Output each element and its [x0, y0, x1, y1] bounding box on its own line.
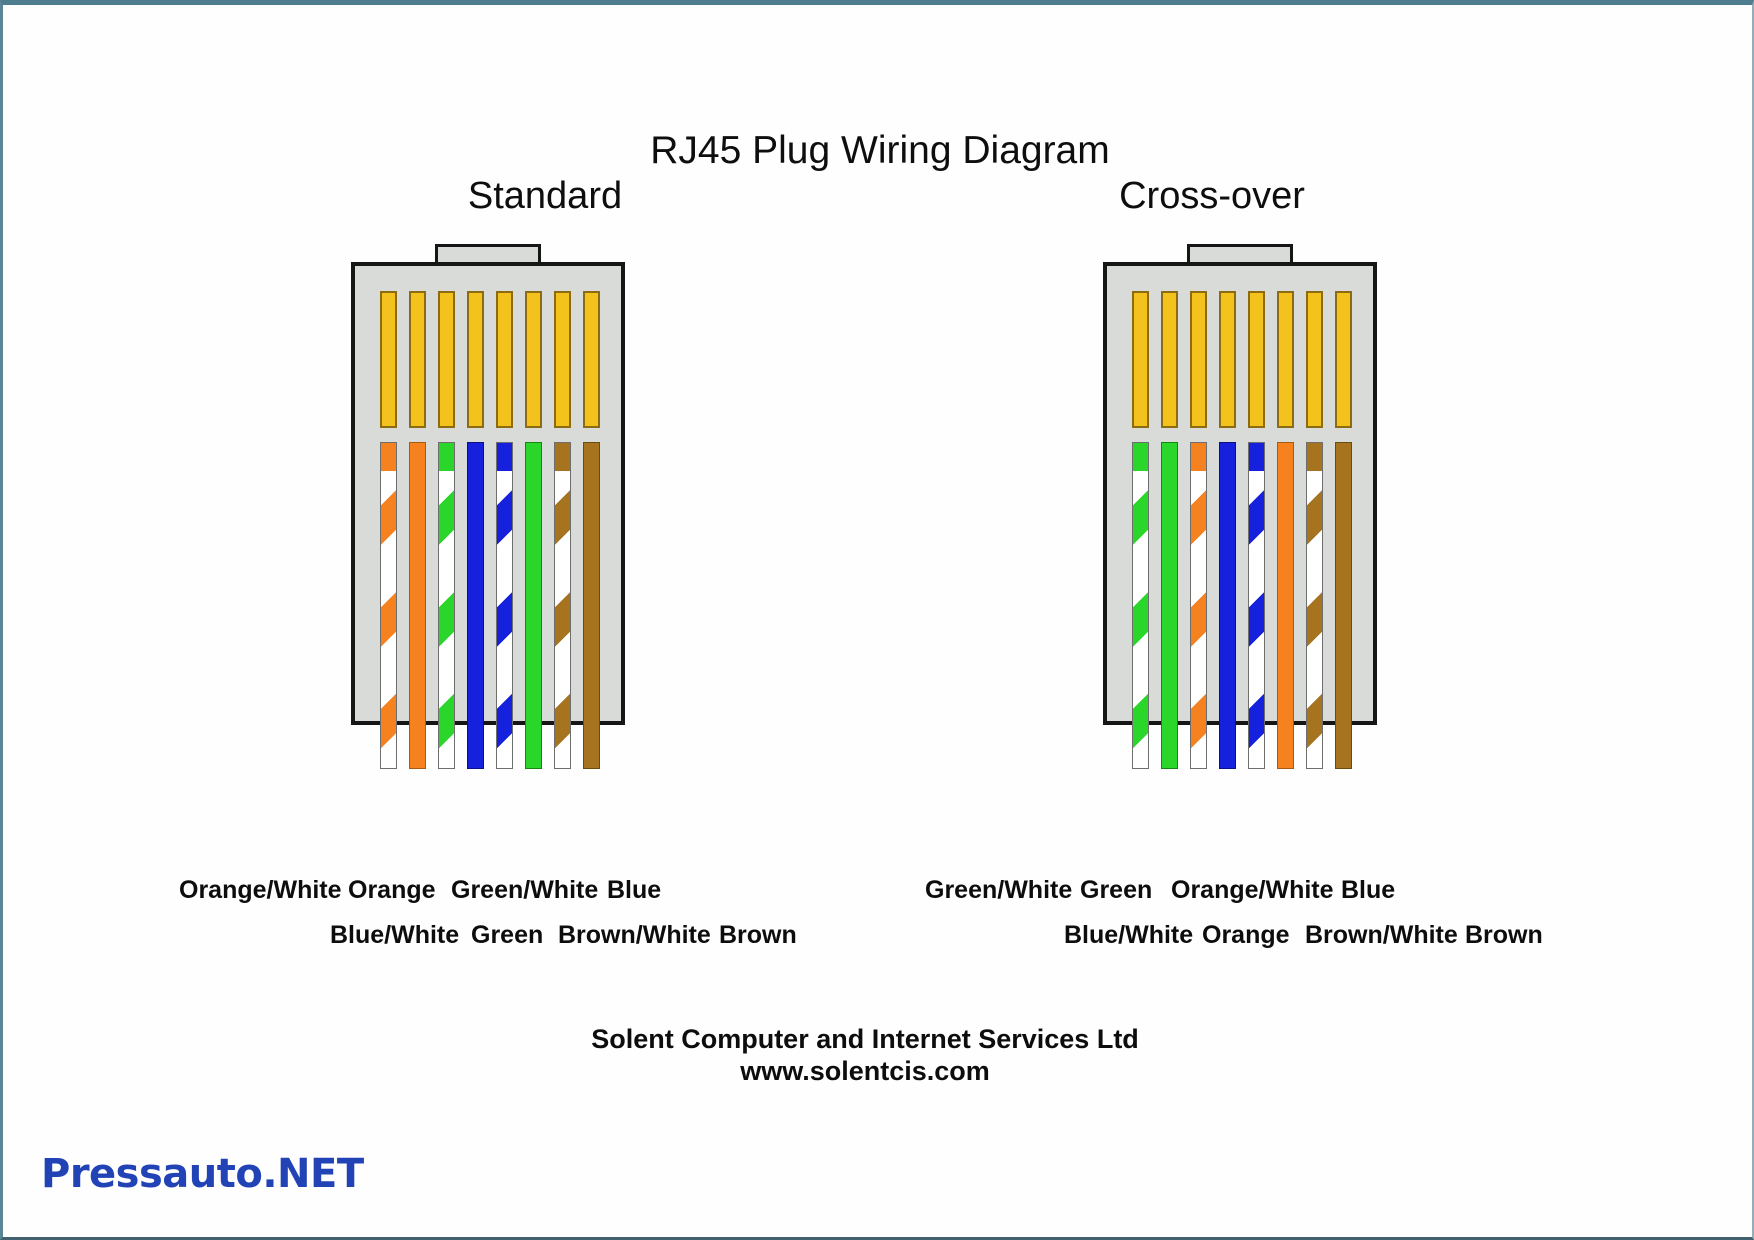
gold-pin [409, 291, 426, 428]
gold-pin [1335, 291, 1352, 428]
wire-green [525, 442, 542, 769]
standard-plug-heading: Standard [467, 175, 623, 217]
wire-label: Blue/White [1064, 921, 1194, 949]
standard-plug-diagram [351, 244, 625, 774]
wire-label: Blue/White [330, 921, 460, 949]
wire-label: Orange/White [1171, 876, 1334, 904]
wire-brown-white [554, 442, 571, 769]
crossover-plug-diagram [1103, 244, 1377, 774]
gold-pin [525, 291, 542, 428]
wire-label: Orange [1202, 921, 1290, 949]
wire-label: Brown/White [558, 921, 711, 949]
wire-label: Green [471, 921, 544, 949]
wire-orange [409, 442, 426, 769]
wire-label: Brown/White [1305, 921, 1458, 949]
gold-pin [583, 291, 600, 428]
wire-label: Orange/White [179, 876, 342, 904]
wire-brown [1335, 442, 1352, 769]
wire-label: Brown [1465, 921, 1543, 949]
wire-label: Green/White [451, 876, 599, 904]
footer-company-name: Solent Computer and Internet Services Lt… [591, 1024, 1139, 1054]
wire-brown-white [1306, 442, 1323, 769]
gold-pin [467, 291, 484, 428]
wire-label: Brown [719, 921, 797, 949]
gold-pin [1306, 291, 1323, 428]
gold-pin [1190, 291, 1207, 428]
pressauto-watermark: Pressauto.NET [41, 1151, 364, 1197]
wire-blue [467, 442, 484, 769]
gold-pin [1161, 291, 1178, 428]
wire-blue-white [496, 442, 513, 769]
page-title: RJ45 Plug Wiring Diagram [650, 129, 1110, 172]
wire-green [1161, 442, 1178, 769]
wire-blue-white [1248, 442, 1265, 769]
footer-website: www.solentcis.com [740, 1056, 990, 1086]
crossover-plug-heading: Cross-over [1119, 175, 1305, 217]
wire-label: Orange [348, 876, 436, 904]
gold-pin [438, 291, 455, 428]
gold-pin [1248, 291, 1265, 428]
plug-body [351, 262, 625, 769]
gold-pin [1277, 291, 1294, 428]
gold-pin [380, 291, 397, 428]
gold-pin [554, 291, 571, 428]
gold-pin [1132, 291, 1149, 428]
plug-body [1103, 262, 1377, 769]
wire-orange [1277, 442, 1294, 769]
wire-label: Green/White [925, 876, 1073, 904]
wire-orange-white [1190, 442, 1207, 769]
wire-green-white [1132, 442, 1149, 769]
wire-brown [583, 442, 600, 769]
wire-label: Blue [1341, 876, 1396, 904]
wire-label: Blue [607, 876, 662, 904]
gold-pin [1219, 291, 1236, 428]
wire-label: Green [1080, 876, 1153, 904]
wire-blue [1219, 442, 1236, 769]
wire-green-white [438, 442, 455, 769]
wire-orange-white [380, 442, 397, 769]
gold-pin [496, 291, 513, 428]
